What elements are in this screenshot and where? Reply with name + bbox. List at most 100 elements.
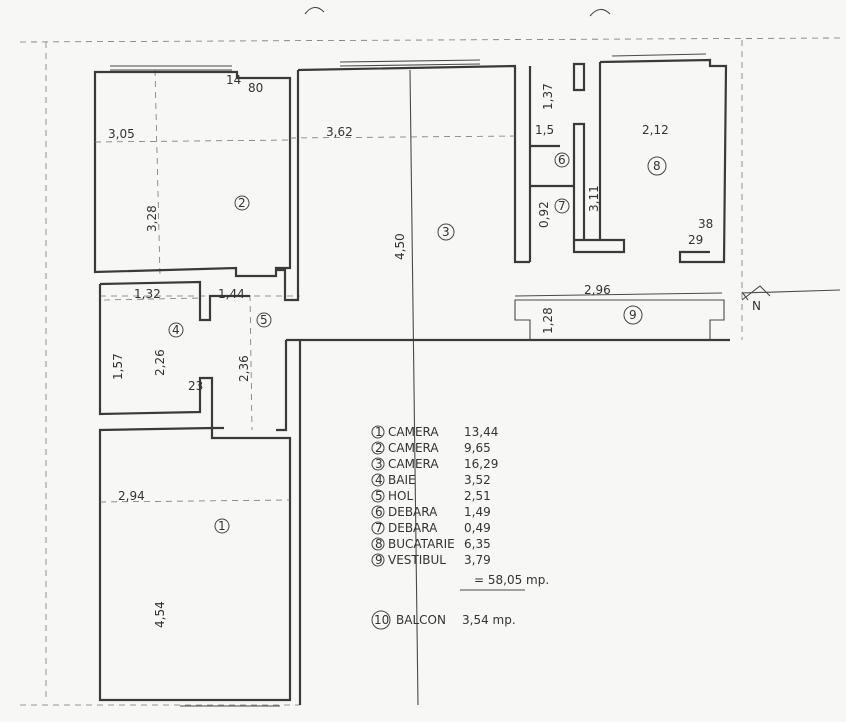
axis-line [249,294,253,431]
mark-80: 80 [248,81,263,95]
dimension-labels: 3,05 3,28 3,62 4,50 1,37 1,5 2,12 3,11 0… [108,73,713,628]
legend-room-area: 3,52 [464,473,491,487]
dim-r4-h1: 1,57 [111,353,125,380]
legend-room-area: 9,65 [464,441,491,455]
axis-line [154,69,161,276]
room-number-r8: 8 [653,159,661,173]
dimension-line [289,135,516,139]
room-circle [214,518,230,534]
legend-circle [371,457,385,471]
legend-circle [371,505,385,519]
legend-room-name: CAMERA [388,441,439,455]
room-number-r9: 9 [629,308,637,322]
dim-r1-width: 3,05 [108,127,135,141]
legend-number: 4 [375,473,383,487]
room-circle [234,195,250,211]
balcony-name: BALCON [396,613,446,627]
legend-number: 9 [375,553,383,567]
north-arrow-icon [741,285,771,301]
dim-r1-height: 3,28 [145,205,159,232]
dim-r2-width: 2,94 [118,489,145,503]
legend-room-name: CAMERA [388,425,439,439]
legend-circle [371,425,385,439]
legend-circle [371,441,385,455]
room-circle [554,152,570,168]
legend-room-area: 0,49 [464,521,491,535]
legend-circle [371,537,385,551]
dim-r3-width: 3,62 [326,125,353,139]
dim-vest-small: 1,28 [541,307,555,334]
frame-line [19,37,841,43]
room-circle [623,305,643,325]
legend-room-name: DEBARA [388,521,438,535]
room-1-walls [98,426,292,702]
legend-number: 6 [375,505,383,519]
dim-r7-height: 1,37 [541,83,555,110]
legend-number: 1 [375,425,383,439]
dim-r8-width: 2,12 [642,123,669,137]
legend-number: 5 [375,489,383,503]
storage-walls [528,62,626,262]
legend-room-area: 13,44 [464,425,498,439]
legend-room-area: 3,79 [464,553,491,567]
legend-number: 7 [375,521,383,535]
room-number-r5: 5 [260,313,268,327]
legend-room-name: BUCATARIE [388,537,455,551]
dim-hall-top: 1,44 [218,287,245,301]
dimension-line [99,499,291,503]
room-number-r7: 7 [558,199,566,213]
dim-r2-height: 4,54 [153,601,167,628]
legend-room-name: DEBARA [388,505,438,519]
north-mark-label: N [752,299,761,313]
balcony-note: 10 BALCON 3,54 mp. [371,610,516,630]
legend-number: 3 [375,457,383,471]
legend-room-name: VESTIBUL [388,553,446,567]
dim-r7-depth: 3,11 [587,185,601,212]
legend-number: 2 [375,441,383,455]
legend-room-name: HOL [388,489,413,503]
window-mark [611,53,707,57]
legend-room-area: 16,29 [464,457,498,471]
axis-line [409,69,419,706]
dim-bath-width: 1,32 [134,287,161,301]
room-2-walls [93,70,292,278]
room-8-walls [598,58,728,264]
room-number-r6: 6 [558,153,566,167]
room-circle [647,156,667,176]
dim-vest-width: 2,96 [584,283,611,297]
legend-total: = 58,05 mp. [474,573,549,587]
room-number-r2: 1 [218,519,226,533]
dim-small-a: 0,92 [537,201,551,228]
room-circle [554,198,570,214]
hall-walls [276,338,730,705]
legend-circle [371,489,385,503]
legend-room-name: BAIE [388,473,416,487]
punch-hole-mark [589,8,611,17]
mark-29: 29 [688,233,703,247]
window-mark [339,63,481,67]
room-number-r4: 4 [172,323,180,337]
mark-14: 14 [226,73,241,87]
legend-room-area: 6,35 [464,537,491,551]
legend-room-area: 2,51 [464,489,491,503]
balcony-value: 3,54 mp. [462,613,516,627]
room-number-r1: 2 [238,196,246,210]
dimension-line [103,297,201,301]
legend-circle [371,521,385,535]
legend-circle [371,553,385,567]
room-circle [437,223,455,241]
mark-38: 38 [698,217,713,231]
dim-r6-width: 1,5 [535,123,554,137]
dim-r4-h2: 2,26 [153,349,167,376]
balcony-number: 10 [374,613,389,627]
balcony-circle [371,610,391,630]
room-number-r3: 3 [442,225,450,239]
mark-23: 23 [188,379,203,393]
dim-r3-height: 4,50 [393,233,407,260]
legend-room-name: CAMERA [388,457,439,471]
room-3-walls [276,64,530,302]
punch-hole-mark [304,6,325,15]
